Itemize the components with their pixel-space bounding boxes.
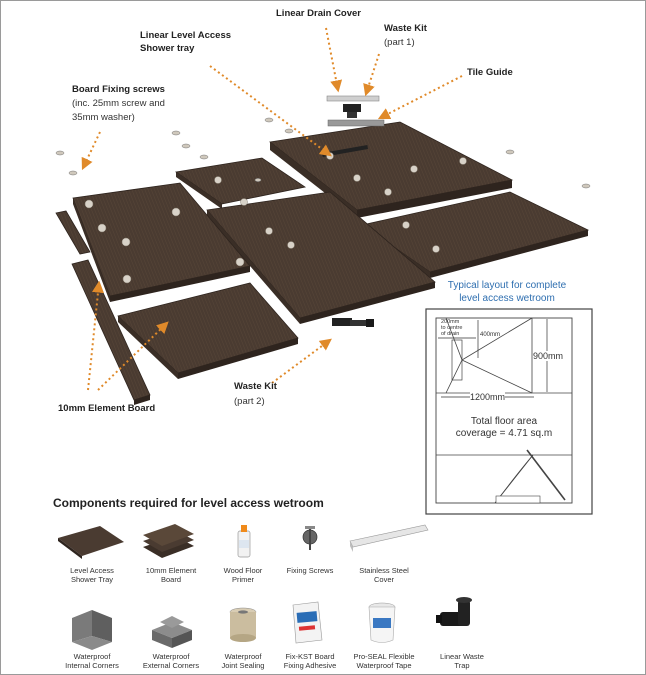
dim-900-label: 900mm [533, 351, 564, 361]
label-element-board: 10mm Element Board [58, 403, 156, 414]
label-screws: Board Fixing screws [72, 84, 165, 95]
board-lower [117, 282, 299, 379]
label-tile-guide: Tile Guide [467, 67, 513, 78]
linear-drain-cover [326, 95, 380, 102]
dim-400-label: 400mm [480, 332, 501, 338]
label-waste-kit-2-sub: (part 2) [234, 396, 265, 407]
label-screws-sub-2: 35mm washer) [72, 112, 135, 123]
caption-fixing-screws: Fixing Screws [286, 566, 334, 575]
dim-200-label: 200mm to centre of drain [441, 319, 463, 337]
board-top-middle [174, 157, 307, 209]
label-drain-cover: Linear Drain Cover [276, 8, 361, 19]
floor-area-text: Total floor area coverage = 4.71 sq.m [455, 416, 553, 439]
loose-screws [55, 117, 591, 189]
dim-1200-label: 1200mm [470, 392, 506, 402]
callout-arrows [81, 27, 463, 391]
waste-kit-part2 [332, 318, 374, 327]
board-vertical-strip [71, 259, 151, 405]
label-shower-tray-line1: Linear Level Access [140, 30, 232, 41]
components-title: Components required for level access wet… [53, 496, 324, 510]
board-center [206, 191, 436, 324]
waste-kit-part1 [327, 104, 385, 127]
label-screws-sub-1: (inc. 25mm screw and [72, 98, 165, 109]
label-waste-kit-1: Waste Kit [384, 23, 427, 34]
label-waste-kit-1-sub: (part 1) [384, 37, 415, 48]
label-waste-kit-2: Waste Kit [234, 381, 277, 392]
board-washers [84, 152, 467, 284]
layout-title: Typical layout for complete level access… [447, 280, 567, 304]
board-left-strip [55, 210, 91, 255]
board-left-large [72, 182, 251, 302]
label-shower-tray-line2: Shower tray [140, 43, 195, 54]
